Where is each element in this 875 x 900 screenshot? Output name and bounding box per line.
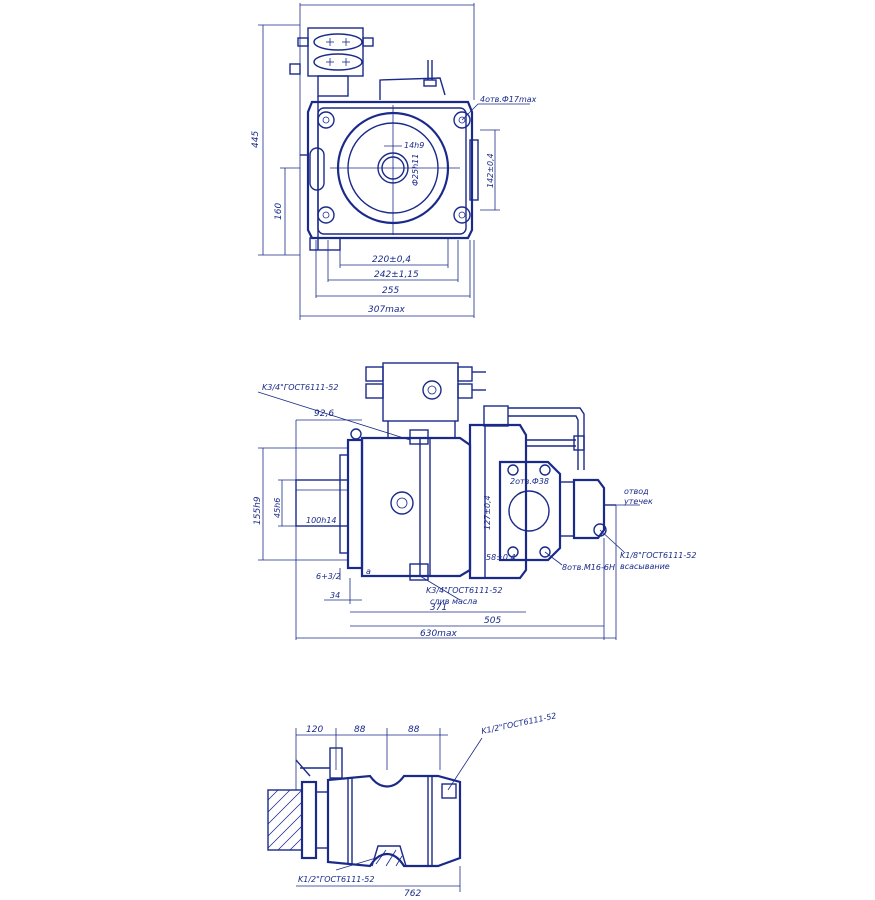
thread-top: K3/4"ГОСТ6111-52	[262, 383, 338, 392]
holes-flange: 2отв.Ф38	[510, 477, 549, 486]
dim-220: 220±0,4	[372, 255, 411, 265]
drain-label: слив масла	[430, 597, 477, 606]
holes-m: 8отв.М16-6Н	[562, 563, 615, 572]
dim-45: 45h6	[273, 498, 282, 518]
side-view: K3/4"ГОСТ6111-52 92,6 155h9 45h6 100h14 …	[253, 362, 696, 640]
thread-suction: K1/8"ГОСТ6111-52	[620, 551, 696, 560]
dim-160: 160	[274, 203, 284, 220]
dim-100: 100h14	[306, 516, 337, 525]
dim-58: 58±0,4	[486, 553, 516, 562]
dim-14h9: 14h9	[404, 141, 424, 150]
dim-242: 242±1,15	[374, 270, 419, 280]
dim-762: 762	[404, 889, 421, 899]
dim-155: 155h9	[253, 496, 263, 525]
note-holes: 4отв.Ф17max	[480, 95, 537, 104]
dim-630: 630max	[420, 629, 457, 639]
dim-127: 127±0,4	[483, 495, 492, 530]
leak-label-1: отвод	[624, 487, 649, 496]
dim-445: 445	[251, 131, 261, 148]
dim-34: 34	[330, 591, 340, 600]
dim-505: 505	[484, 616, 501, 626]
dim-a: a	[366, 567, 371, 576]
dim-92-6: 92,6	[314, 409, 334, 419]
leak-label-2: утечек	[623, 497, 653, 506]
dim-d: Ф25h11	[411, 154, 420, 186]
top-view: 445 160	[251, 3, 537, 320]
thread-left: K1/2"ГОСТ6111-52	[298, 875, 374, 884]
dim-88b: 88	[408, 725, 420, 735]
dim-307: 307max	[368, 305, 405, 315]
thread-right: K1/2"ГОСТ6111-52	[481, 711, 558, 736]
thread-drain: K3/4"ГОСТ6111-52	[426, 586, 502, 595]
dim-6: 6+3/2	[316, 572, 341, 581]
dim-120: 120	[306, 725, 323, 735]
dim-255: 255	[382, 286, 399, 296]
bottom-view: 120 88 88 K1/2"ГОСТ6111-52	[267, 711, 558, 899]
dim-142: 142±0,4	[486, 153, 495, 188]
dim-371: 371	[430, 603, 447, 613]
dim-88a: 88	[354, 725, 366, 735]
suction-label: всасывание	[620, 562, 670, 571]
